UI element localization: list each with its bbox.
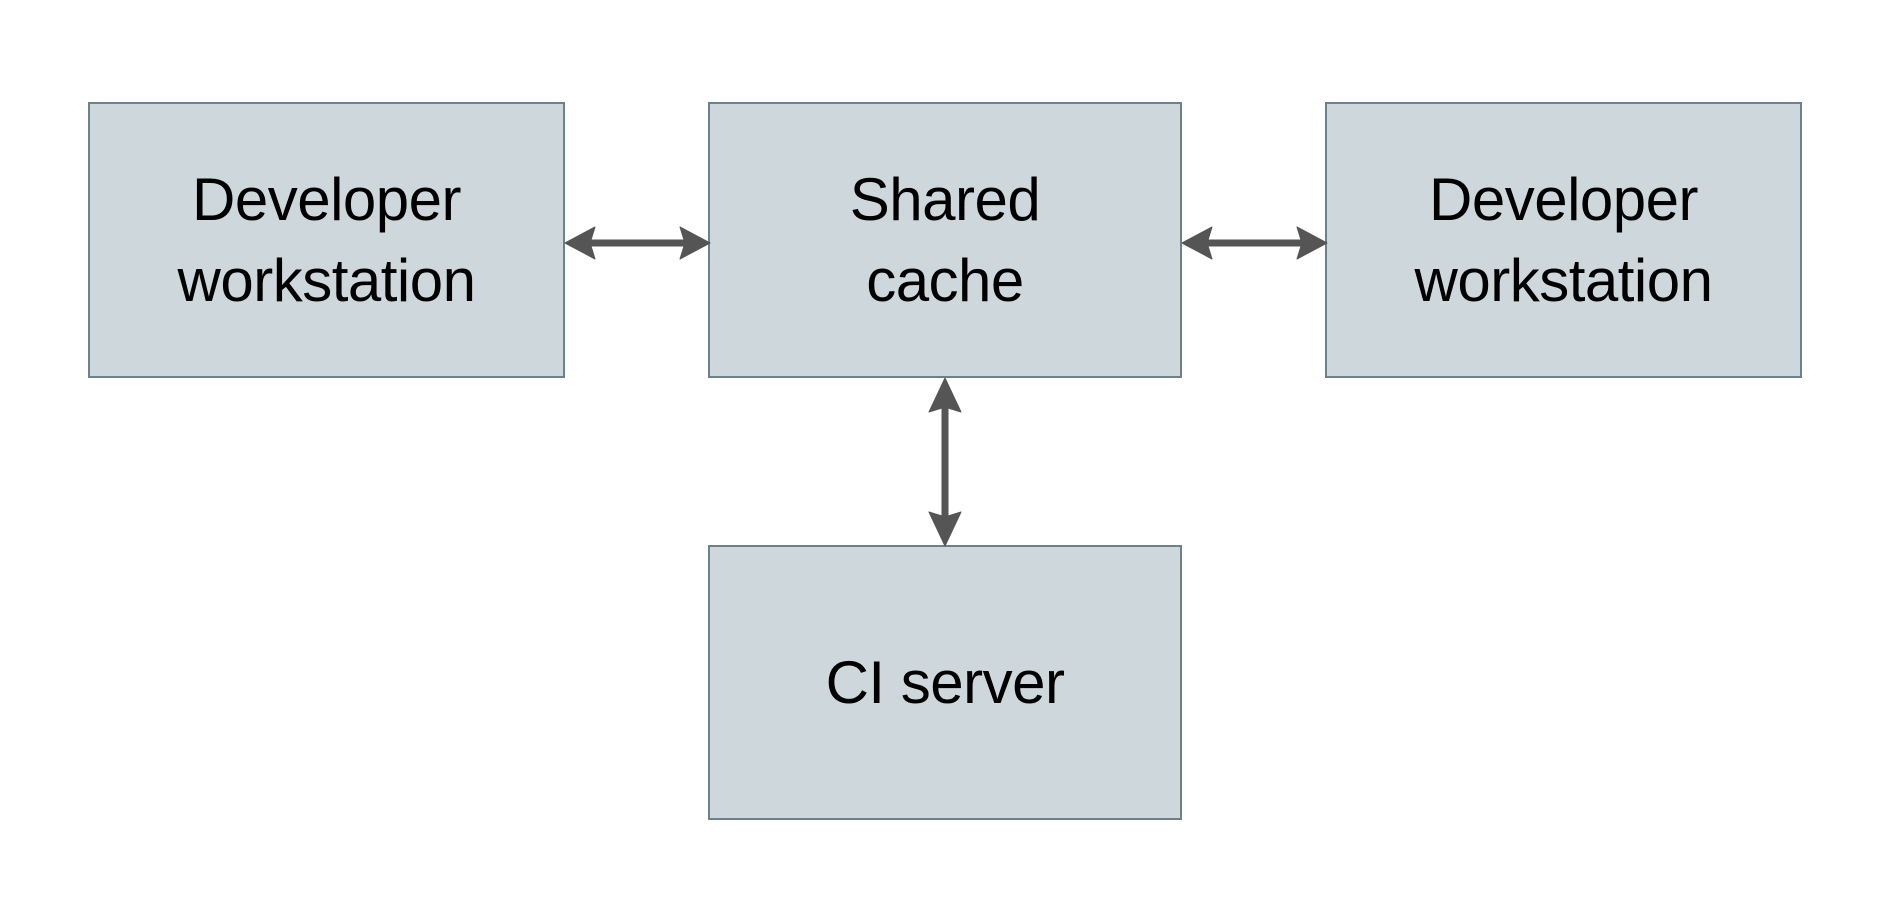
node-developer-workstation-left[interactable]: Developer workstation (88, 102, 565, 378)
node-label: CI server (825, 649, 1065, 716)
node-ci-server[interactable]: CI server (708, 545, 1182, 820)
double-arrow-icon (1181, 226, 1328, 260)
node-developer-workstation-right[interactable]: Developer workstation (1325, 102, 1802, 378)
double-arrow-icon (564, 226, 711, 260)
node-label: Developer workstation (177, 166, 476, 314)
double-arrow-icon (928, 377, 962, 547)
node-label: Shared cache (849, 166, 1041, 314)
edge-shared-cache-to-ci-server[interactable] (924, 377, 966, 547)
node-shared-cache[interactable]: Shared cache (708, 102, 1182, 378)
edge-shared-cache-to-developer-right[interactable] (1181, 222, 1328, 264)
node-label: Developer workstation (1414, 166, 1713, 314)
edge-developer-left-to-shared-cache[interactable] (564, 222, 711, 264)
